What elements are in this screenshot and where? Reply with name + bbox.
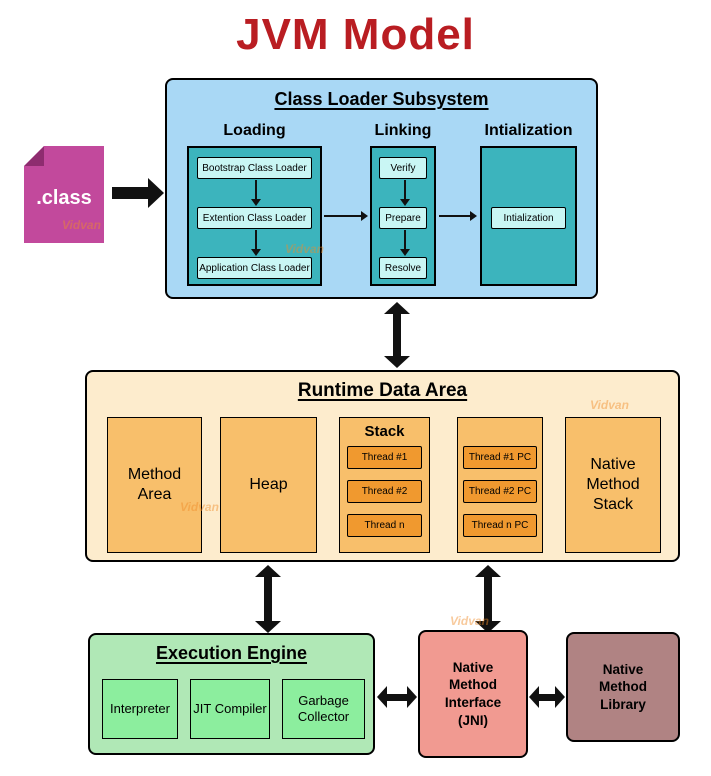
jit-compiler-box: JIT Compiler [190,679,270,739]
initialization-header: Intialization [484,122,573,139]
right-arrow-icon [324,210,368,222]
pc-registers-box: Thread #1 PC Thread #2 PC Thread n PC [457,417,543,553]
loading-header: Loading [223,122,286,139]
linking-header: Linking [374,122,432,139]
bootstrap-class-loader: Bootstrap Class Loader [197,157,312,179]
class-file-icon: .class [24,146,104,243]
class-file-label: .class [36,187,92,209]
jni-box: Native Method Interface (JNI) [418,630,528,758]
down-arrow-icon [249,180,263,206]
down-arrow-icon [398,230,412,256]
stack-thread-2: Thread #2 [347,480,422,503]
stack-thread-1: Thread #1 [347,446,422,469]
runtime-jni-arrow [475,565,501,633]
native-method-library-box: Native Method Library [566,632,680,742]
page-title: JVM Model [236,10,475,59]
runtime-execution-arrow [255,565,281,633]
interpreter-box: Interpreter [102,679,178,739]
runtime-title: Runtime Data Area [297,380,468,401]
stack-title: Stack [364,423,405,440]
down-arrow-icon [249,230,263,256]
heap-box: Heap [220,417,317,553]
class-to-loader-arrow [112,178,164,208]
pc-thread-1: Thread #1 PC [463,446,537,469]
execution-engine-title: Execution Engine [155,643,308,663]
stack-thread-n: Thread n [347,514,422,537]
execution-jni-arrow [377,686,417,708]
garbage-collector-box: Garbage Collector [282,679,365,739]
right-arrow-icon [439,210,477,222]
loading-box: Bootstrap Class Loader Extention Class L… [187,146,322,286]
runtime-data-area-panel: Runtime Data Area Method Area Heap Stack… [85,370,680,562]
linking-box: Verify Prepare Resolve [370,146,436,286]
initialization-box: Intialization [480,146,577,286]
initialization-step: Intialization [491,207,566,229]
application-class-loader: Application Class Loader [197,257,312,279]
class-loader-title: Class Loader Subsystem [274,89,489,109]
stack-box: Stack Thread #1 Thread #2 Thread n [339,417,430,553]
resolve-step: Resolve [379,257,427,279]
class-loader-subsystem-panel: Class Loader Subsystem Loading Linking I… [165,78,598,299]
execution-engine-panel: Execution Engine Interpreter JIT Compile… [88,633,375,755]
extention-class-loader: Extention Class Loader [197,207,312,229]
pc-thread-n: Thread n PC [463,514,537,537]
folded-corner-icon [24,146,44,166]
down-arrow-icon [398,180,412,206]
method-area-box: Method Area [107,417,202,553]
native-method-stack-box: Native Method Stack [565,417,661,553]
prepare-step: Prepare [379,207,427,229]
loader-runtime-arrow [384,302,410,368]
verify-step: Verify [379,157,427,179]
jni-library-arrow [529,686,565,708]
pc-thread-2: Thread #2 PC [463,480,537,503]
